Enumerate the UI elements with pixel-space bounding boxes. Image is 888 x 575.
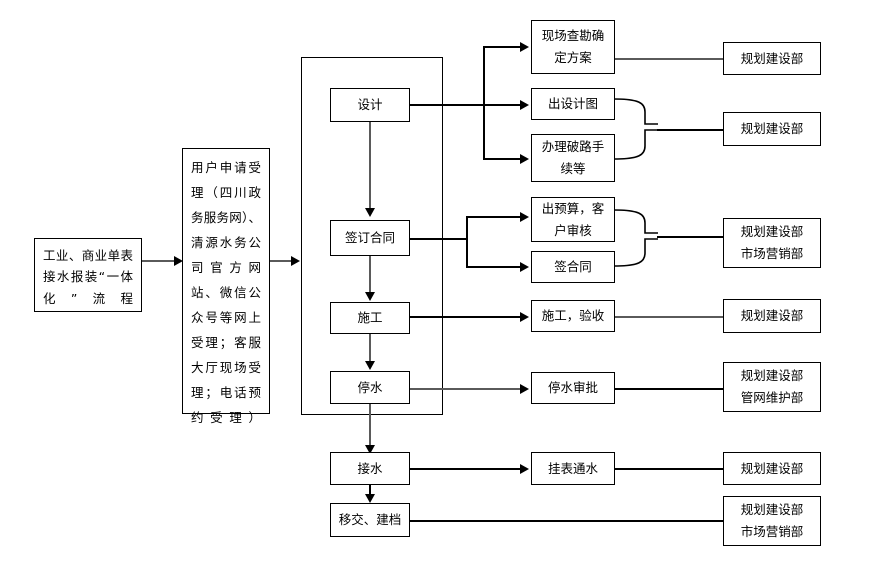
arrowhead-design-to-contract bbox=[365, 208, 375, 217]
dept-box-2: 规划建设部 bbox=[723, 112, 821, 146]
connector-design-to-road-permit bbox=[483, 158, 523, 160]
stage-construction: 施工 bbox=[330, 302, 410, 334]
subtask-construct-accept: 施工，验收 bbox=[531, 300, 615, 332]
connector-shutoff-trunk bbox=[410, 388, 523, 390]
connector-contract-to-construction bbox=[369, 256, 371, 294]
arrowhead-connection-to-subtask bbox=[520, 464, 529, 474]
brace-design-outputs bbox=[613, 96, 659, 162]
connector-title-to-intake bbox=[142, 260, 176, 262]
arrowhead-title-to-intake bbox=[174, 256, 183, 266]
connector-meter-to-dept6 bbox=[615, 468, 723, 470]
subtask-budget-review: 出预算，客 户审核 bbox=[531, 197, 615, 242]
main-process-frame bbox=[301, 57, 443, 415]
subtask-design-drawing: 出设计图 bbox=[531, 88, 615, 120]
arrowhead-connection-to-handover bbox=[365, 494, 375, 503]
brace-contract-outputs bbox=[613, 207, 659, 269]
stage-water-shutoff: 停水 bbox=[330, 371, 410, 404]
connector-handover-to-dept7 bbox=[410, 520, 723, 522]
connector-design-to-design-drawing bbox=[483, 104, 523, 106]
connector-contract-to-sign bbox=[466, 266, 523, 268]
connector-design-trunk bbox=[410, 104, 485, 106]
connector-construction-trunk bbox=[410, 316, 523, 318]
subtask-road-cut-permit: 办理破路手 续等 bbox=[531, 134, 615, 182]
dept-box-3: 规划建设部 市场营销部 bbox=[723, 218, 821, 268]
intake-box: 用户申请受理（四川政务服务网）、清源水务公司官方网站、微信公众号等网上受理；客服… bbox=[182, 148, 270, 425]
connector-design-outputs-to-dept2 bbox=[657, 129, 723, 131]
arrowhead-construction-to-subtask bbox=[520, 312, 529, 322]
connector-contract-to-budget bbox=[466, 216, 523, 218]
arrowhead-contract-to-sign bbox=[520, 262, 529, 272]
arrowhead-contract-to-construction bbox=[365, 292, 375, 301]
connector-contract-trunk bbox=[410, 238, 468, 240]
subtask-sign-agreement: 签合同 bbox=[531, 251, 615, 283]
connector-design-to-site-survey bbox=[483, 46, 523, 48]
dept-box-5: 规划建设部 管网维护部 bbox=[723, 362, 821, 412]
dept-box-4: 规划建设部 bbox=[723, 299, 821, 333]
connector-intake-to-main bbox=[270, 260, 298, 262]
arrowhead-design-to-design-drawing bbox=[520, 100, 529, 110]
arrowhead-design-to-road-permit bbox=[520, 154, 529, 164]
subtask-meter-water-on: 挂表通水 bbox=[531, 452, 615, 485]
distributor-design bbox=[483, 46, 485, 160]
subtask-shutoff-approval: 停水审批 bbox=[531, 372, 615, 404]
arrowhead-contract-to-budget bbox=[520, 212, 529, 222]
connector-connection-to-handover bbox=[369, 485, 371, 496]
title-box: 工业、商业单表接水报装“一体化”流程 bbox=[34, 238, 142, 312]
connector-construct-accept-to-dept4 bbox=[615, 316, 723, 318]
connector-design-to-contract bbox=[369, 122, 371, 210]
arrowhead-design-to-site-survey bbox=[520, 42, 529, 52]
subtask-site-survey: 现场查勘确 定方案 bbox=[531, 20, 615, 74]
connector-shutoff-approval-to-dept5 bbox=[615, 388, 723, 390]
distributor-contract bbox=[466, 216, 468, 268]
stage-water-connection: 接水 bbox=[330, 452, 410, 485]
arrowhead-intake-to-main bbox=[291, 256, 300, 266]
connector-contract-outputs-to-dept3 bbox=[657, 236, 723, 238]
arrowhead-shutoff-to-subtask bbox=[520, 384, 529, 394]
arrowhead-shutoff-to-connection bbox=[365, 445, 375, 454]
connector-site-survey-to-dept1 bbox=[615, 58, 723, 60]
stage-handover-archive: 移交、建档 bbox=[330, 503, 410, 537]
dept-box-1: 规划建设部 bbox=[723, 42, 821, 75]
connector-shutoff-to-connection bbox=[369, 404, 371, 449]
dept-box-7: 规划建设部 市场营销部 bbox=[723, 496, 821, 546]
stage-design: 设计 bbox=[330, 88, 410, 122]
arrowhead-construction-to-shutoff bbox=[365, 361, 375, 370]
connector-connection-trunk bbox=[410, 468, 523, 470]
dept-box-6: 规划建设部 bbox=[723, 452, 821, 485]
stage-sign-contract: 签订合同 bbox=[330, 220, 410, 256]
connector-construction-to-shutoff bbox=[369, 334, 371, 363]
